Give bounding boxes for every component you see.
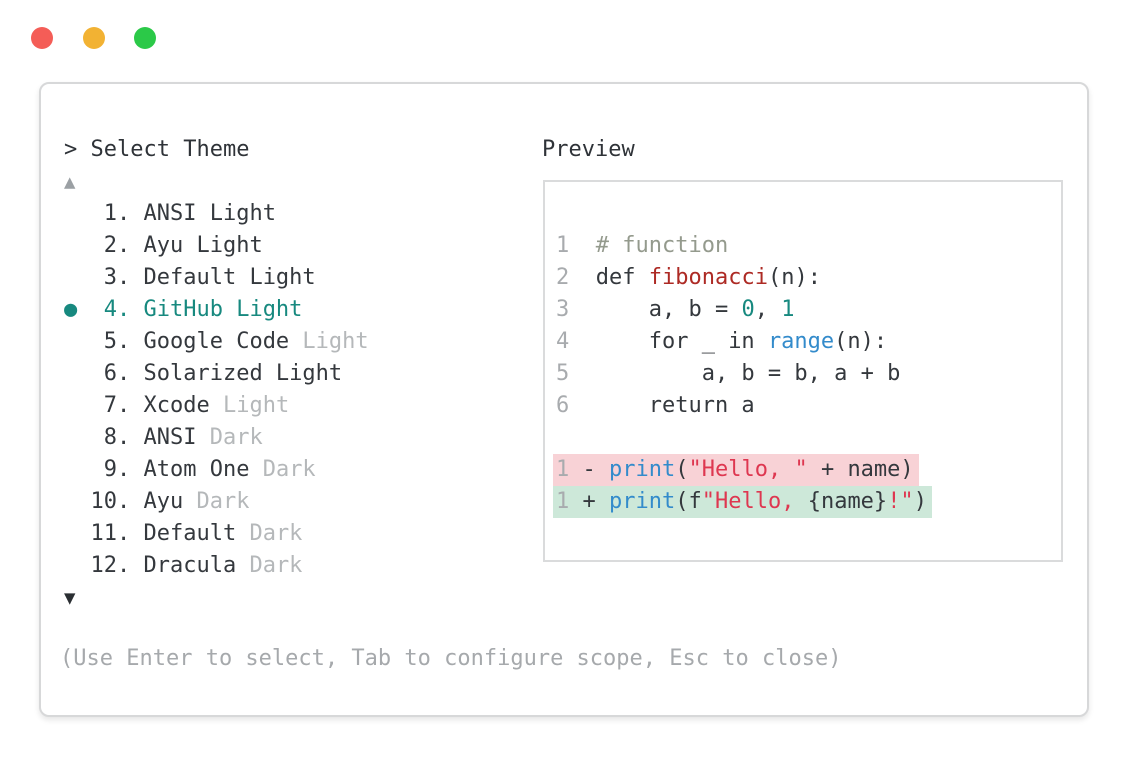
theme-item-default-dark[interactable]: 11. Default Dark	[64, 518, 369, 550]
theme-item-dracula-dark[interactable]: 12. Dracula Dark	[64, 550, 369, 582]
theme-list-column: > Select Theme ▲ 1. ANSI Light 2. Ayu Li…	[64, 134, 369, 614]
selection-dot-icon	[64, 425, 91, 450]
selection-dot-icon	[64, 521, 91, 546]
selection-dot-icon	[64, 457, 91, 482]
line-number: 5	[556, 361, 570, 386]
picker-header: > Select Theme	[64, 134, 369, 166]
line-number: 4	[556, 329, 570, 354]
theme-item-solarized-light[interactable]: 6. Solarized Light	[64, 358, 369, 390]
prompt-icon: >	[64, 137, 91, 162]
scroll-down-icon[interactable]: ▼	[64, 587, 76, 609]
theme-item-ansi-light[interactable]: 1. ANSI Light	[64, 198, 369, 230]
zoom-button[interactable]	[134, 27, 157, 49]
line-number: 1	[556, 489, 570, 514]
selection-dot-icon	[64, 393, 91, 418]
diff-added-line: 1 + print(f"Hello, {name}!")	[553, 486, 1061, 518]
theme-item-ayu-light[interactable]: 2. Ayu Light	[64, 230, 369, 262]
line-number: 1	[556, 457, 570, 482]
selection-dot-icon	[64, 553, 91, 578]
theme-item-xcode-light[interactable]: 7. Xcode Light	[64, 390, 369, 422]
code-sample: 1 # function 2 def fibonacci(n): 3 a, b …	[545, 182, 1061, 518]
window-controls	[31, 27, 176, 49]
blank-line	[556, 422, 1061, 454]
scroll-up-icon[interactable]: ▲	[64, 171, 76, 193]
theme-item-atom-one-dark[interactable]: 9. Atom One Dark	[64, 454, 369, 486]
code-line-3: 3 a, b = 0, 1	[556, 297, 795, 322]
line-number: 2	[556, 265, 570, 290]
selection-dot-icon	[64, 361, 91, 386]
code-line-1: 1 # function	[556, 233, 729, 258]
code-line-6: 6 return a	[556, 393, 755, 418]
theme-picker-window: > Select Theme ▲ 1. ANSI Light 2. Ayu Li…	[39, 82, 1089, 717]
picker-title: Select Theme	[90, 137, 250, 162]
code-line-5: 5 a, b = b, a + b	[556, 361, 901, 386]
help-text: (Use Enter to select, Tab to configure s…	[60, 646, 842, 671]
line-number: 6	[556, 393, 570, 418]
code-line-2: 2 def fibonacci(n):	[556, 265, 821, 290]
code-line-4: 4 for _ in range(n):	[556, 329, 888, 354]
selection-dot-icon	[64, 489, 91, 514]
minimize-button[interactable]	[82, 27, 105, 49]
close-button[interactable]	[31, 27, 53, 49]
theme-item-google-code-light[interactable]: 5. Google Code Light	[64, 326, 369, 358]
diff-removed-line: 1 - print("Hello, " + name)	[553, 454, 1061, 486]
selection-dot-icon	[64, 201, 91, 226]
theme-item-ansi-dark[interactable]: 8. ANSI Dark	[64, 422, 369, 454]
theme-item-default-light[interactable]: 3. Default Light	[64, 262, 369, 294]
preview-label: Preview	[542, 137, 635, 162]
selection-dot-icon	[64, 233, 91, 258]
line-number: 1	[556, 233, 570, 258]
theme-item-ayu-dark[interactable]: 10. Ayu Dark	[64, 486, 369, 518]
selection-dot-icon	[64, 329, 91, 354]
selection-dot-icon	[64, 265, 91, 290]
theme-item-github-light[interactable]: ● 4. GitHub Light	[64, 297, 303, 322]
preview-pane: 1 # function 2 def fibonacci(n): 3 a, b …	[543, 180, 1063, 562]
line-number: 3	[556, 297, 570, 322]
selection-dot-icon: ●	[64, 297, 91, 322]
